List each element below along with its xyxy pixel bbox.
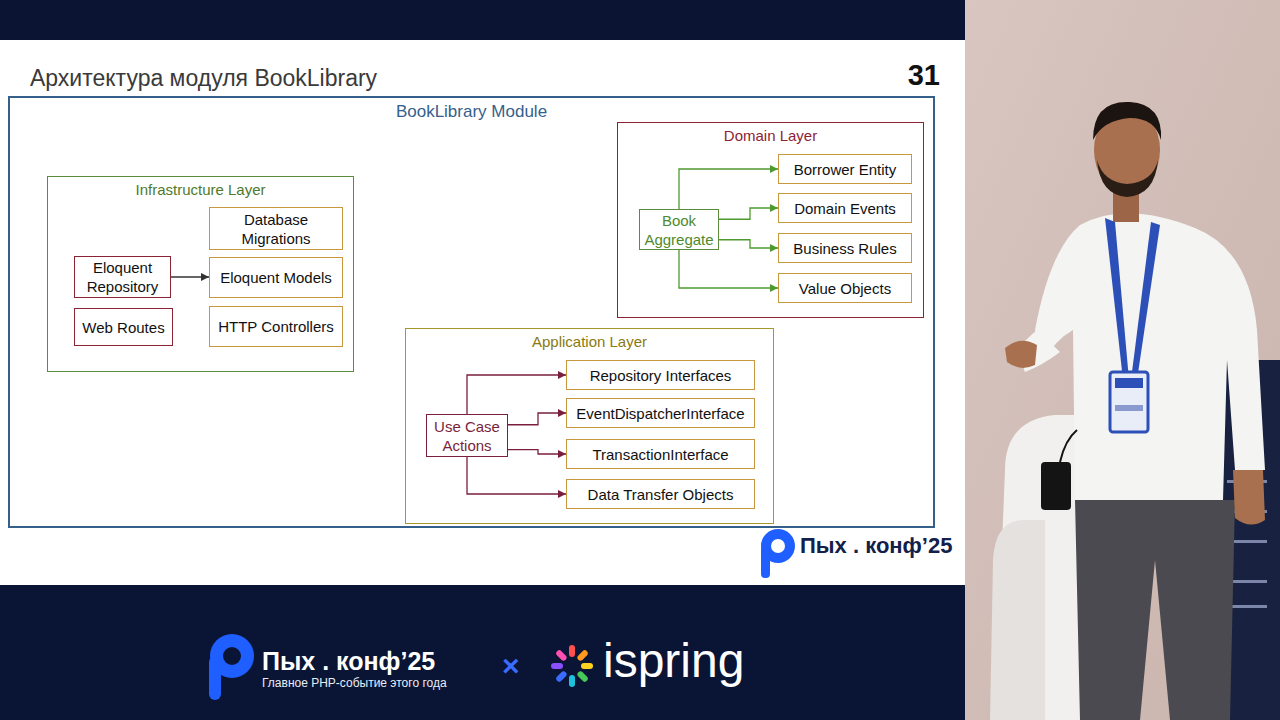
- component-box: TransactionInterface: [566, 439, 755, 469]
- component-box: Data Transfer Objects: [566, 479, 755, 509]
- component-box: Database Migrations: [209, 207, 343, 250]
- connector-arrow: [679, 250, 778, 292]
- box-label: Use Case Actions: [430, 417, 504, 455]
- box-label: Repository Interfaces: [590, 366, 732, 385]
- arrow-head: [770, 165, 778, 173]
- layer-title: Infrastructure Layer: [48, 181, 353, 199]
- top-band: [0, 0, 965, 40]
- arrow-head: [770, 284, 778, 292]
- ispring-wordmark: ispring: [603, 632, 803, 690]
- component-box: Business Rules: [778, 233, 912, 263]
- connector-arrow: [719, 204, 778, 219]
- box-label: Value Objects: [799, 279, 891, 298]
- component-box: Eloquent Models: [209, 257, 343, 298]
- connector-arrow: [508, 409, 566, 425]
- slide-logo-text: Пых . конф’25: [800, 533, 965, 559]
- layer-frame: Application LayerRepository InterfacesUs…: [405, 328, 774, 524]
- component-box: Domain Events: [778, 193, 912, 223]
- connector-line: [508, 450, 566, 454]
- connector-line: [508, 413, 566, 425]
- slide-number: 31: [880, 58, 940, 93]
- arrow-head: [770, 204, 778, 212]
- arrow-head: [558, 450, 566, 458]
- connector-line: [719, 240, 778, 248]
- connector-arrow: [679, 165, 778, 209]
- bottom-band: [0, 585, 965, 720]
- connector-line: [171, 276, 209, 277]
- banner-tagline: Главное PHP-событие этого года: [262, 676, 502, 690]
- ispring-icon: [548, 642, 596, 690]
- banner-cross: ×: [502, 648, 532, 684]
- use-case-box: Use Case Actions: [426, 414, 508, 457]
- connector-line: [679, 250, 778, 288]
- arrow-head: [558, 371, 566, 379]
- box-label: Domain Events: [794, 199, 896, 218]
- component-box: Borrower Entity: [778, 154, 912, 184]
- connector-line: [719, 208, 778, 219]
- layer-title: BookLibrary Module: [10, 103, 933, 121]
- connector-arrow: [719, 240, 778, 252]
- banner-logo-text: Пых . конф’25: [262, 646, 502, 676]
- connector-line: [467, 457, 566, 494]
- arrow-head: [201, 273, 209, 281]
- box-label: TransactionInterface: [592, 445, 728, 464]
- slide-title: Архитектура модуля BookLibrary: [30, 64, 590, 92]
- layer-title: Domain Layer: [618, 127, 923, 145]
- component-box: HTTP Controllers: [209, 306, 343, 347]
- banner-logo-icon: [204, 632, 254, 702]
- box-label: Eloquent Repository: [78, 258, 167, 296]
- slide-logo-icon: [756, 528, 796, 580]
- connector-line: [679, 169, 778, 209]
- connector-arrow: [467, 457, 566, 498]
- box-label: HTTP Controllers: [218, 317, 334, 336]
- component-box: Eloquent Repository: [74, 256, 171, 298]
- box-label: Web Routes: [82, 318, 164, 337]
- component-box: EventDispatcherInterface: [566, 398, 755, 428]
- connector-line: [467, 375, 566, 414]
- box-label: EventDispatcherInterface: [576, 404, 744, 423]
- box-label: Database Migrations: [213, 210, 339, 248]
- arrow-head: [770, 244, 778, 252]
- box-label: Data Transfer Objects: [588, 485, 734, 504]
- layer-frame: Domain LayerBorrower EntityBook Aggregat…: [617, 122, 924, 318]
- connector-arrow: [467, 371, 566, 414]
- arrow-head: [558, 409, 566, 417]
- box-label: Borrower Entity: [794, 160, 897, 179]
- component-box: Repository Interfaces: [566, 360, 755, 390]
- box-label: Book Aggregate: [643, 211, 715, 249]
- connector-arrow: [508, 450, 566, 458]
- module-frame: BookLibrary ModuleInfrastructure LayerDa…: [8, 96, 935, 528]
- box-label: Eloquent Models: [220, 268, 332, 287]
- box-label: Business Rules: [793, 239, 896, 258]
- arrow-head: [558, 490, 566, 498]
- layer-title: Application Layer: [406, 333, 773, 351]
- component-box: Value Objects: [778, 273, 912, 303]
- aggregate-box: Book Aggregate: [639, 209, 719, 250]
- layer-frame: Infrastructure LayerDatabase MigrationsE…: [47, 176, 354, 372]
- connector-arrow: [171, 273, 209, 281]
- speaker-photo: [965, 0, 1280, 720]
- component-box: Web Routes: [74, 308, 173, 346]
